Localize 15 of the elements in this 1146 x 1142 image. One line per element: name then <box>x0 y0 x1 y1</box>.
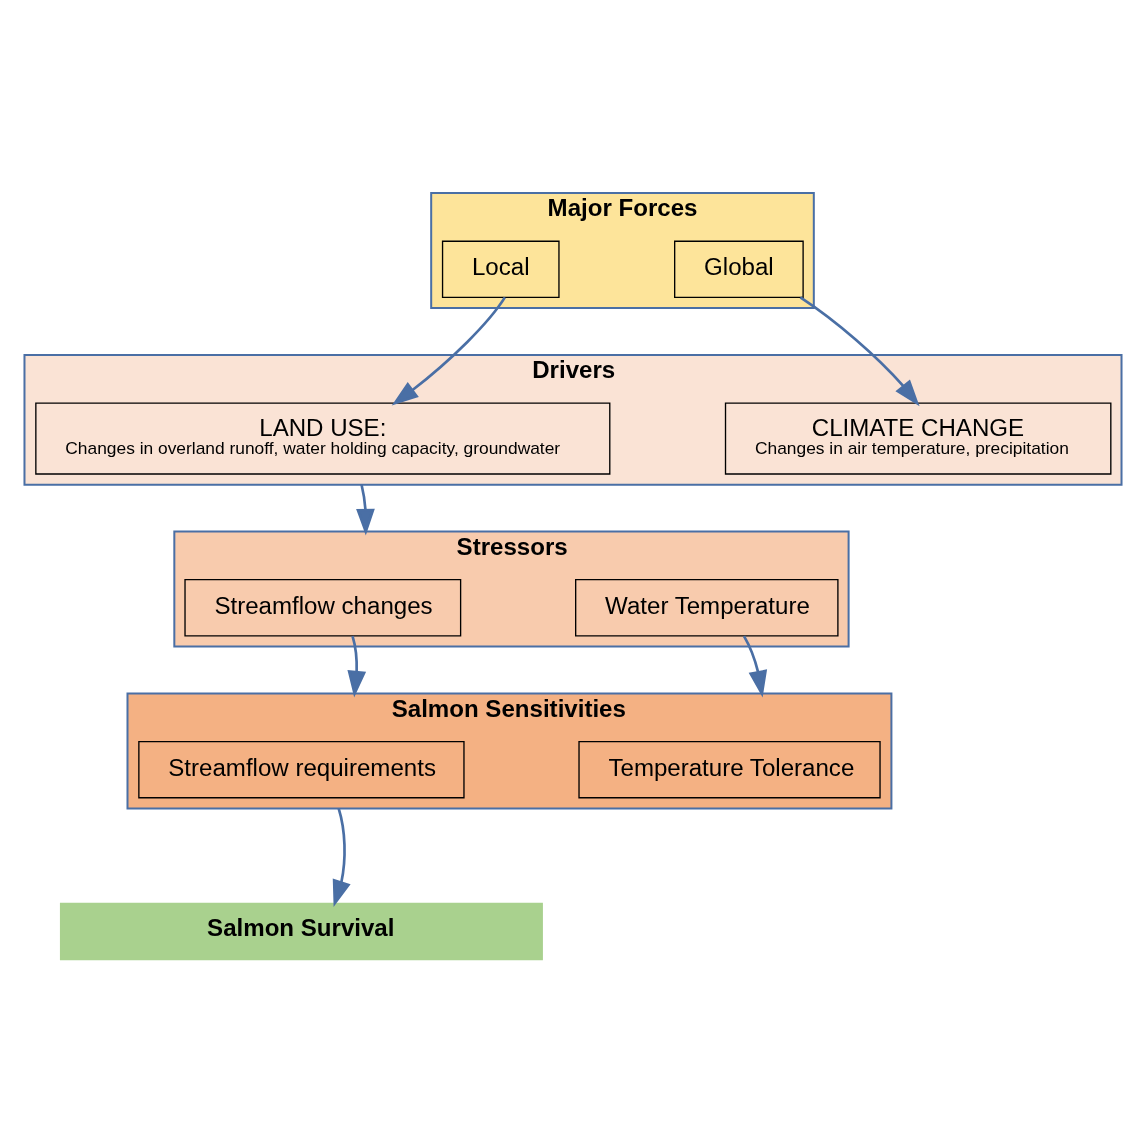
node-box: Temperature Tolerance <box>578 740 881 799</box>
node-box: Salmon Survival <box>59 902 543 961</box>
node-box: CLIMATE CHANGE Changes in air temperature, precipitation <box>724 402 1112 475</box>
node-box: Local <box>441 240 560 299</box>
arrow <box>356 484 375 536</box>
node-box: Streamflow requirements <box>138 740 465 799</box>
arrow <box>391 296 506 406</box>
node-box: Water Temperature <box>575 579 839 637</box>
arrow <box>742 635 768 698</box>
arrow <box>799 296 920 407</box>
node-box: Global <box>674 240 804 299</box>
node-box: Streamflow changes <box>184 579 462 637</box>
arrow <box>332 808 351 907</box>
arrow <box>347 635 367 698</box>
node-box: LAND USE: Changes in overland runoff, water holding capacity, groundwater <box>35 402 611 475</box>
